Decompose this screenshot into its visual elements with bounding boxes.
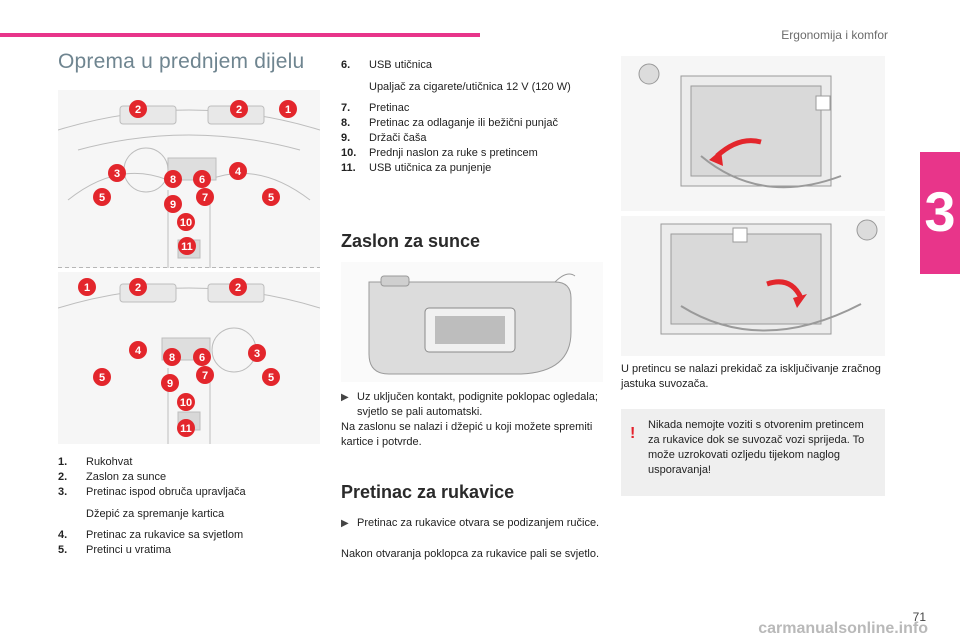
legend-item-6: 6.USB utičnica <box>341 59 432 71</box>
marker-bottom-11: 10 <box>177 393 195 411</box>
glovebox-lhd-illustration <box>638 63 842 189</box>
svg-text:5: 5 <box>99 192 105 204</box>
marker-bottom-8: 7 <box>196 366 214 384</box>
glovebox-bullet: ▶Pretinac za rukavice otvara se podizanj… <box>341 517 600 529</box>
chapter-number: 3 <box>924 180 956 243</box>
marker-bottom-0: 1 <box>78 278 96 296</box>
svg-text:1: 1 <box>285 104 291 116</box>
chapter-header: Ergonomija i komfor <box>781 28 888 42</box>
marker-bottom-12: 11 <box>177 419 195 437</box>
marker-top-8: 7 <box>196 188 214 206</box>
legend-item-11: 11.USB utičnica za punjenje <box>341 162 492 174</box>
marker-bottom-10: 9 <box>161 374 179 392</box>
svg-text:10: 10 <box>180 397 192 409</box>
column-equipment: Oprema u prednjem dijelu <box>58 50 324 74</box>
marker-bottom-7: 5 <box>93 368 111 386</box>
airbag-caption: U pretincu se nalazi prekidač za isključ… <box>621 363 881 390</box>
legend-item-3: 3.Pretinac ispod obruča upravljača <box>58 486 246 498</box>
marker-top-6: 4 <box>229 162 247 180</box>
svg-text:8: 8 <box>169 352 175 364</box>
legend-item-7: 7.Pretinac <box>341 102 410 114</box>
svg-text:2: 2 <box>135 282 141 294</box>
legend-item-5: 5.Pretinci u vratima <box>58 544 171 556</box>
legend-list-1: 1.Rukohvat 2.Zaslon za sunce 3.Pretinac … <box>58 455 324 558</box>
marker-bottom-9: 5 <box>262 368 280 386</box>
legend-item-6-sub: Upaljač za cigarete/utičnica 12 V (120 W… <box>369 81 571 93</box>
marker-bottom-2: 2 <box>229 278 247 296</box>
svg-text:10: 10 <box>180 217 192 229</box>
marker-top-1: 2 <box>230 100 248 118</box>
marker-bottom-1: 2 <box>129 278 147 296</box>
legend-item-8: 8.Pretinac za odlaganje ili bežični punj… <box>341 117 558 129</box>
svg-text:11: 11 <box>181 241 193 253</box>
marker-bottom-3: 4 <box>129 341 147 359</box>
marker-bottom-6: 3 <box>248 344 266 362</box>
svg-text:3: 3 <box>254 348 260 360</box>
marker-top-2: 1 <box>279 100 297 118</box>
page-title: Oprema u prednjem dijelu <box>58 50 305 73</box>
sun-visor-illustration <box>368 273 576 375</box>
marker-top-5: 6 <box>193 170 211 188</box>
svg-text:3: 3 <box>114 168 120 180</box>
warning-box: ! Nikada nemojte voziti s otvorenim pret… <box>621 409 885 496</box>
svg-text:5: 5 <box>268 192 274 204</box>
legend-list-2: 6.USB utičnica Upaljač za cigarete/utičn… <box>341 58 607 176</box>
svg-text:2: 2 <box>235 282 241 294</box>
svg-text:7: 7 <box>202 370 208 382</box>
page-number: 71 <box>912 610 926 624</box>
svg-text:9: 9 <box>170 199 176 211</box>
marker-top-9: 5 <box>262 188 280 206</box>
svg-text:1: 1 <box>84 282 90 294</box>
legend-item-9: 9.Držači čaša <box>341 132 427 144</box>
marker-top-10: 9 <box>164 195 182 213</box>
legend-item-1: 1.Rukohvat <box>58 456 133 468</box>
legend-item-4: 4.Pretinac za rukavice sa svjetlom <box>58 529 244 541</box>
marker-top-11: 10 <box>177 213 195 231</box>
sun-visor-text: Na zaslonu se nalazi i džepić u koji mož… <box>341 421 593 448</box>
accent-bar <box>0 33 480 37</box>
svg-text:11: 11 <box>180 423 192 435</box>
svg-text:5: 5 <box>99 372 105 384</box>
warning-text: Nikada nemojte voziti s otvorenim pretin… <box>648 419 865 476</box>
svg-text:6: 6 <box>199 352 205 364</box>
svg-text:4: 4 <box>235 166 242 178</box>
sun-visor-bullet: ▶Uz uključen kontakt, podignite poklopac… <box>341 391 598 418</box>
section-heading-glovebox: Pretinac za rukavice <box>341 482 515 502</box>
marker-bottom-4: 8 <box>163 348 181 366</box>
callout-markers: 2 2 1 3 8 6 4 5 7 5 9 10 11 1 2 2 4 8 6 … <box>78 100 297 437</box>
marker-top-7: 5 <box>93 188 111 206</box>
svg-text:8: 8 <box>170 174 176 186</box>
svg-text:2: 2 <box>135 104 141 116</box>
glovebox-rhd-figure <box>621 216 885 356</box>
legend-item-3-sub: Džepić za spremanje kartica <box>86 508 225 520</box>
svg-text:5: 5 <box>268 372 274 384</box>
marker-bottom-5: 6 <box>193 348 211 366</box>
chapter-tab: 3 <box>920 152 960 274</box>
watermark: carmanualsonline.info <box>758 620 928 637</box>
arrow-right-icon: ▶ <box>341 518 349 529</box>
svg-text:9: 9 <box>167 378 173 390</box>
glovebox-lhd-figure <box>621 56 885 211</box>
arrow-right-icon: ▶ <box>341 392 349 403</box>
legend-item-10: 10.Prednji naslon za ruke s pretincem <box>341 147 538 159</box>
svg-text:7: 7 <box>202 192 208 204</box>
marker-top-3: 3 <box>108 164 126 182</box>
sun-visor-figure <box>341 262 603 382</box>
marker-top-4: 8 <box>164 170 182 188</box>
glovebox-text: Nakon otvaranja poklopca za rukavice pal… <box>341 548 600 560</box>
marker-top-12: 11 <box>178 237 196 255</box>
glovebox-rhd-illustration <box>660 219 878 335</box>
svg-text:6: 6 <box>199 174 205 186</box>
legend-item-2: 2.Zaslon za sunce <box>58 471 167 483</box>
warning-icon: ! <box>630 425 636 442</box>
svg-text:4: 4 <box>135 345 142 357</box>
marker-top-0: 2 <box>129 100 147 118</box>
svg-text:2: 2 <box>236 104 242 116</box>
section-heading-sun-visor: Zaslon za sunce <box>341 231 481 251</box>
